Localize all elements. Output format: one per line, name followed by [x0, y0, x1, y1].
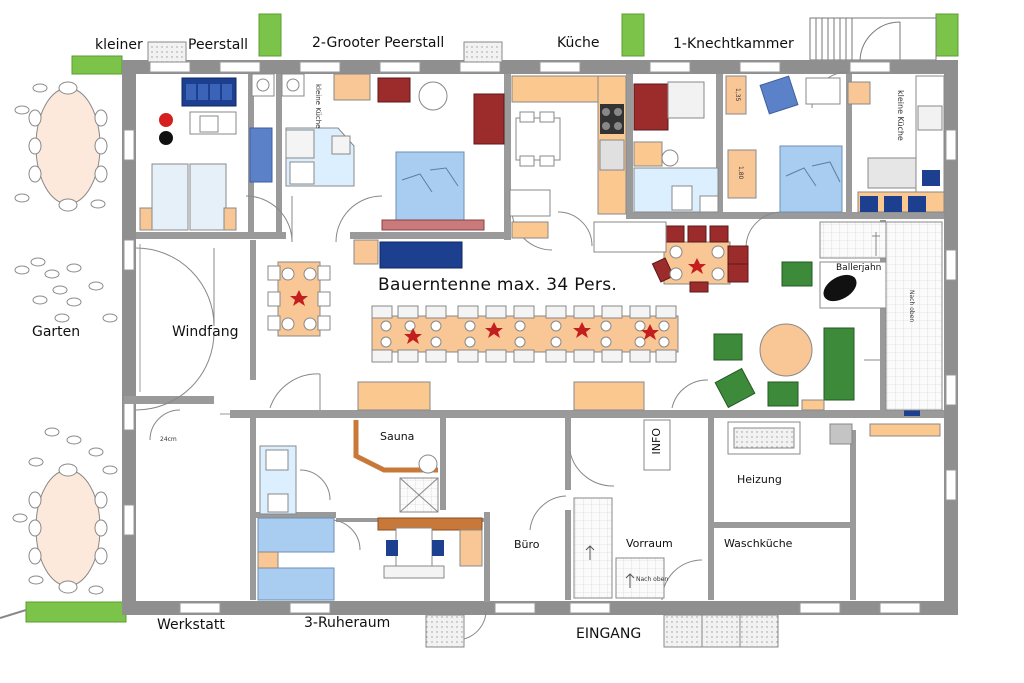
label-info: INFO: [650, 428, 663, 455]
room-label-werkstatt: Werkstatt: [157, 617, 225, 633]
stair-note: Nach oben: [908, 290, 915, 323]
entrance-mats: [147, 41, 779, 648]
ruheraum-furniture: [257, 517, 483, 601]
heizung-furniture: [727, 421, 853, 455]
room-label-waschkueche: Waschküche: [724, 537, 793, 550]
hedge: [935, 13, 959, 57]
room-label-bauerntenne: Bauerntenne max. 34 Pers.: [378, 275, 618, 295]
room-label-heizung: Heizung: [737, 473, 782, 486]
kleine-kueche-right: [857, 75, 945, 213]
dimension-note-2: 1,35: [734, 88, 741, 102]
grooter-peerstall-furniture: [281, 73, 505, 269]
room-label-knechtkammer: 1-Knechtkammer: [673, 36, 794, 52]
hedge: [621, 13, 645, 57]
room-label-kleine-kueche-left: kleine Küche: [314, 84, 322, 129]
label-eingang: EINGANG: [576, 626, 642, 642]
room-label-kueche: Küche: [557, 35, 600, 51]
info-stairs: [573, 419, 671, 599]
sauna-area: [259, 420, 439, 515]
fence: [809, 17, 937, 61]
room-label-windfang: Windfang: [172, 324, 239, 340]
hedge: [71, 55, 123, 75]
stair-note-entrance: Nach oben: [636, 576, 669, 583]
room-label-peerstall: Peerstall: [188, 37, 249, 53]
area-label-garten: Garten: [32, 324, 81, 340]
outdoor-table-bottom: [28, 463, 108, 594]
room-label-kleine-kueche-right: kleine Küche: [896, 90, 905, 141]
kueche-furniture: [509, 75, 627, 239]
room-label-buero: Büro: [514, 538, 540, 551]
lounge: [713, 261, 920, 416]
dimension-note-3: 1,80: [737, 166, 744, 180]
hedge: [258, 13, 282, 57]
windows: [123, 61, 957, 614]
outdoor-table-top: [28, 81, 108, 212]
banquet-table: [371, 305, 679, 363]
hedges: [25, 13, 959, 623]
dimension-note: 24cm: [160, 436, 177, 443]
room-label-ruheraum: 3-Ruheraum: [304, 615, 391, 631]
tenne-table-right: [651, 225, 749, 293]
ballerjahn: [819, 261, 889, 309]
tenne-table-left: [267, 261, 331, 337]
room-label-vorraum: Vorraum: [626, 537, 673, 550]
label-ballerjahn: Ballerjahn: [836, 263, 882, 273]
stairs-right: [819, 221, 943, 411]
hedge: [25, 601, 127, 623]
tenne-cabinets: [357, 221, 941, 437]
knechtkammer-furniture: [633, 75, 871, 213]
room-label-sauna: Sauna: [380, 430, 415, 443]
kleiner-peerstall-furniture: [139, 73, 275, 231]
room-label-grooter-peerstall: 2-Grooter Peerstall: [312, 35, 445, 51]
stepping-stones: [12, 83, 118, 595]
room-label-kleiner: kleiner: [95, 37, 143, 53]
